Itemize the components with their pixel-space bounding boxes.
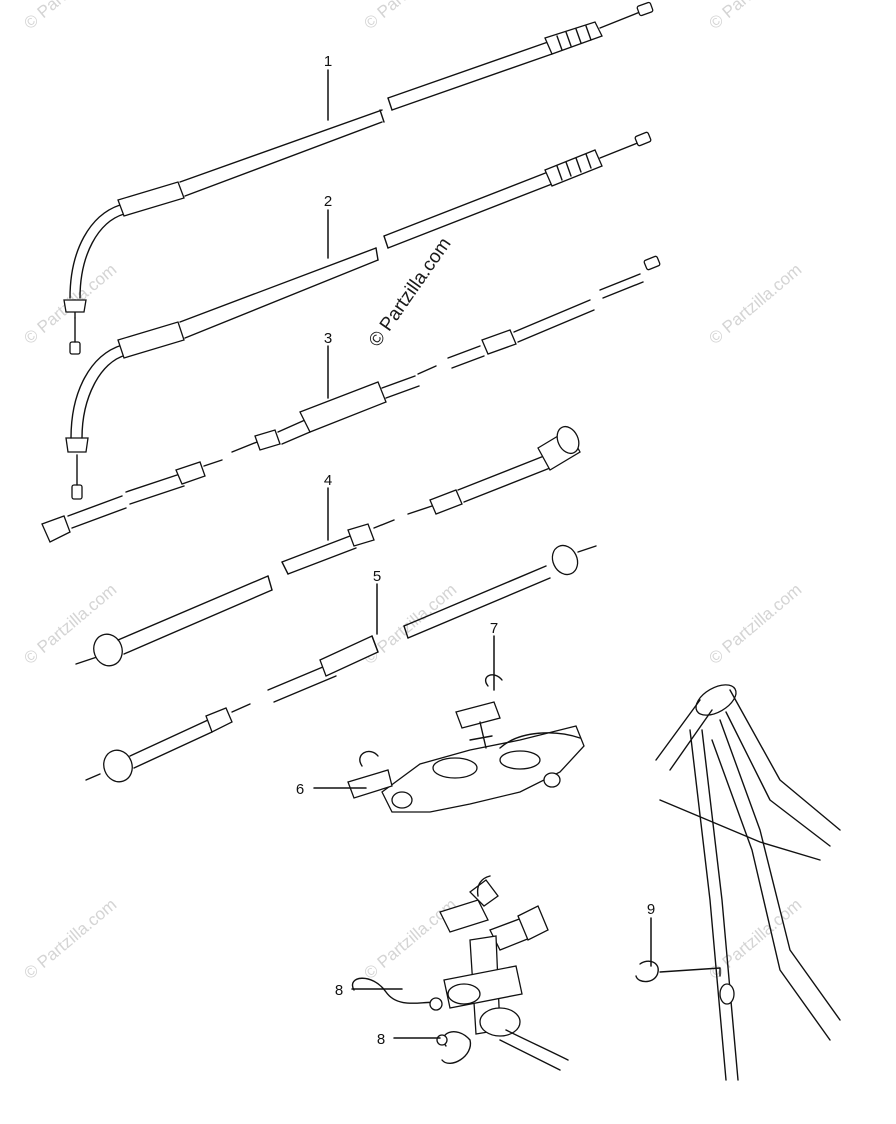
watermark-tile: © Partzilla.com (20, 895, 120, 983)
callout-2: 2 (324, 193, 332, 210)
watermark-tile: © Partzilla.com (360, 895, 460, 983)
cable-3 (231, 255, 661, 453)
cable-2 (65, 131, 652, 500)
handlebar-clamp-bracket (347, 674, 585, 813)
cable-5 (75, 544, 597, 783)
callout-labels: 1 2 3 4 5 7 6 8 8 9 (296, 53, 655, 1048)
callout-9: 9 (647, 901, 655, 918)
watermark-tile: © Partzilla.com (360, 0, 460, 33)
cable-4 (41, 425, 581, 575)
frame-section (635, 684, 841, 1081)
watermark-tile: © Partzilla.com (705, 580, 805, 668)
callout-3: 3 (324, 330, 332, 347)
callout-6: 6 (296, 781, 304, 798)
watermark-layer: © Partzilla.com © Partzilla.com © Partzi… (20, 0, 805, 983)
watermark-tile: © Partzilla.com (705, 0, 805, 33)
callout-5: 5 (373, 568, 381, 585)
watermark-main: © Partzilla.com (365, 234, 456, 351)
callout-4: 4 (324, 472, 332, 489)
callout-7: 7 (490, 620, 498, 637)
watermark-tile: © Partzilla.com (20, 0, 120, 33)
cable-1 (63, 1, 654, 355)
leader-lines (313, 69, 652, 1039)
callout-8-lower: 8 (377, 1031, 385, 1048)
steering-head-assembly (351, 875, 569, 1071)
watermark-tile: © Partzilla.com (705, 260, 805, 348)
callout-1: 1 (324, 53, 332, 70)
callout-8-upper: 8 (335, 982, 343, 999)
